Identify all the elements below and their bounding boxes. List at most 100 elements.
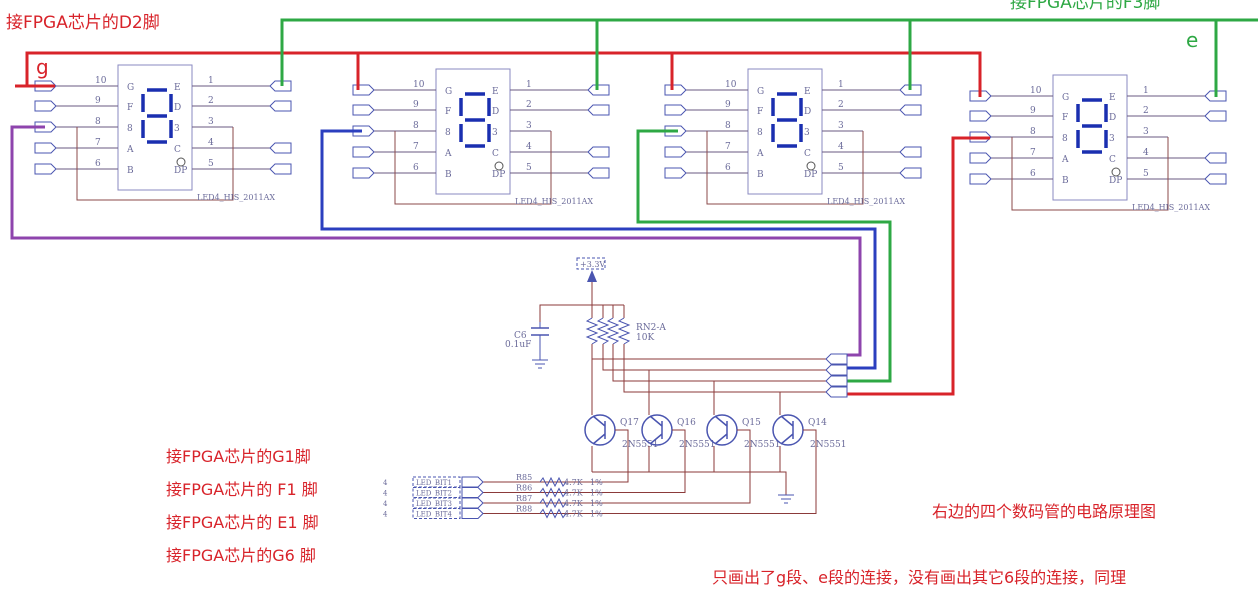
sheet-ref: 4 [383, 479, 388, 487]
base-wire [540, 429, 629, 483]
pin-number: 5 [526, 163, 532, 173]
connector-port [461, 508, 484, 519]
transistor-symbol [649, 415, 663, 445]
port-left [969, 173, 992, 185]
pin-number: 6 [725, 163, 731, 173]
resistor-value: 4.7K [564, 499, 584, 508]
net-label-box [412, 476, 461, 488]
transistor-symbol [714, 415, 728, 445]
sheet-ref: 4 [383, 511, 388, 519]
port-left [664, 167, 687, 179]
segment-label: A [444, 149, 452, 159]
transistor-part: 2N5551 [679, 440, 716, 450]
segment-label: 3 [1109, 134, 1115, 144]
resistor-tolerance: 1% [590, 499, 603, 508]
net-label: LED_BIT4 [416, 511, 452, 519]
dp-dot [806, 161, 816, 171]
annotation-f1: 接FPGA芯片的 F1 脚 [166, 480, 318, 499]
resistor-tolerance: 1% [590, 478, 603, 487]
segment-g-label: g [36, 55, 49, 79]
port-right [1204, 173, 1227, 185]
port-left [352, 84, 375, 96]
pin-number: 9 [1030, 106, 1036, 116]
pin-number: 8 [1030, 127, 1036, 137]
port-left [969, 152, 992, 164]
segment-label: G [445, 87, 452, 97]
segment-label: DP [1109, 176, 1122, 186]
led-display-2 [435, 68, 511, 195]
port-right [899, 104, 922, 116]
connector-port [825, 375, 848, 387]
transistor-ref: Q14 [808, 418, 827, 428]
segment-label: C [1109, 155, 1116, 165]
resistor-tolerance: 1% [590, 489, 603, 498]
port-left [34, 100, 57, 112]
resistor-ref: R88 [516, 505, 532, 514]
capacitor-value: 0.1uF [505, 340, 531, 350]
common-anode-wire [1011, 137, 1169, 211]
segment-label: D [804, 107, 811, 117]
connector-port [461, 497, 484, 509]
port-right [587, 167, 610, 179]
pin-number: 2 [1143, 106, 1149, 116]
net-label-box [412, 487, 461, 498]
resistor-icon [539, 508, 567, 519]
resnet-ref: RN2-A [636, 323, 666, 333]
pin-number: 2 [526, 100, 532, 110]
led-display-1 [117, 64, 193, 191]
transistor-part: 2N5551 [622, 440, 659, 450]
segment-label: F [1062, 113, 1068, 123]
transistor-symbol [592, 415, 606, 445]
net-label: LED_BIT1 [416, 479, 452, 487]
segment-label: C [492, 149, 499, 159]
connector-port [825, 353, 848, 365]
transistor-icon [584, 414, 616, 446]
resistor-icon [539, 476, 567, 488]
resistor-icon [606, 317, 620, 345]
segment-label: A [126, 145, 134, 155]
transistor-ref: Q16 [677, 418, 696, 428]
segment-label: 8 [127, 124, 133, 134]
segment-e-label: e [1186, 28, 1199, 52]
transistor-icon [706, 414, 738, 446]
pin-number: 1 [838, 80, 844, 90]
segment-label: D [492, 107, 499, 117]
pin-number: 2 [208, 96, 214, 106]
pin-number: 7 [725, 142, 731, 152]
pin-number: 5 [1143, 169, 1149, 179]
segment-label: B [1062, 176, 1069, 186]
pin-number: 4 [838, 142, 844, 152]
common-anode-wire [394, 131, 552, 205]
base-wire [540, 429, 817, 514]
port-left [34, 163, 57, 175]
transistor-symbol [780, 415, 794, 445]
resnet-value: 10K [636, 333, 654, 343]
pin-number: 4 [208, 138, 214, 148]
segment-label: E [804, 87, 811, 97]
pin-number: 6 [413, 163, 419, 173]
capacitor-ref: C6 [514, 331, 527, 341]
wire-g-bus [25, 51, 982, 97]
caption-four-digits: 右边的四个数码管的电路原理图 [932, 502, 1157, 521]
common-anode-wire [706, 131, 864, 205]
pin-number: 9 [725, 100, 731, 110]
segment-label: B [757, 170, 764, 180]
port-left [969, 110, 992, 122]
pin-number: 7 [413, 142, 419, 152]
port-right [587, 104, 610, 116]
segment-label: DP [492, 170, 505, 180]
ground-icon [532, 359, 548, 369]
segment-label: DP [174, 166, 187, 176]
wire [602, 344, 826, 371]
port-left [34, 142, 57, 154]
transistor-ref: Q15 [742, 418, 761, 428]
wire [612, 344, 826, 382]
port-right [899, 167, 922, 179]
segment-label: 3 [804, 128, 810, 138]
pin-number: 10 [1030, 86, 1042, 96]
common-anode-wire [76, 127, 234, 201]
resistor-icon [617, 317, 631, 345]
resistor-value: 4.7K [564, 510, 584, 519]
pin-number: 8 [413, 121, 419, 131]
transistor-ref: Q17 [620, 418, 639, 428]
